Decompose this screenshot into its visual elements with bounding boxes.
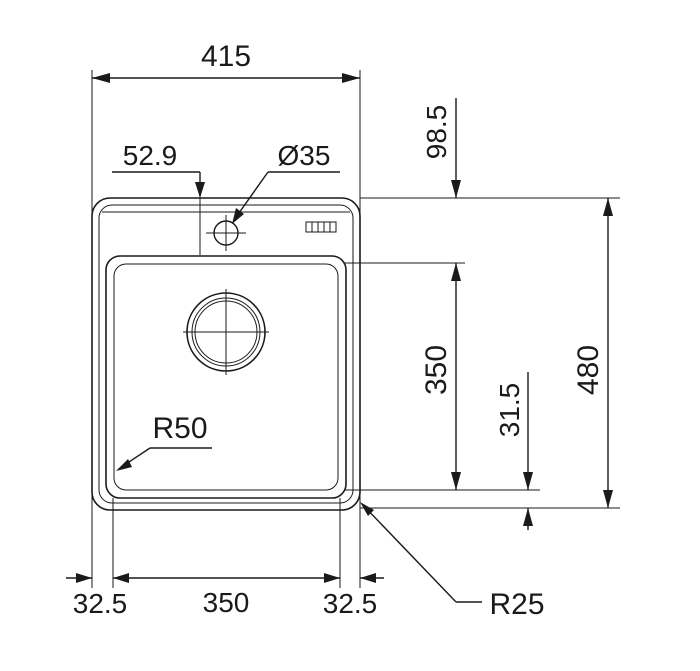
overall-depth-label: 480 xyxy=(572,345,605,395)
sink-bowl-inner xyxy=(113,263,339,491)
tap-offset-label: 52.9 xyxy=(123,140,178,171)
dim-overall-width: 415 xyxy=(92,40,360,83)
sink-bowl xyxy=(105,255,347,499)
outer-corner-label: R25 xyxy=(489,588,544,621)
dim-bowl-corner: R50 xyxy=(116,412,212,471)
dim-bottom-row: 32.5 350 32.5 xyxy=(66,573,384,619)
overall-width-label: 415 xyxy=(201,40,251,73)
right-margin-label: 32.5 xyxy=(323,588,378,619)
top-to-bowl-label: 98.5 xyxy=(421,105,452,160)
dim-bottom-margin: 31.5 xyxy=(494,372,533,530)
dim-tap-offset: 52.9 xyxy=(112,140,205,198)
drain-icon xyxy=(183,289,269,375)
extension-lines xyxy=(91,70,620,588)
dim-tap-hole: Ø35 xyxy=(232,140,340,224)
dim-bowl-depth: 350 xyxy=(420,263,461,490)
dim-top-to-bowl: 98.5 xyxy=(421,98,461,198)
dim-outer-corner: R25 xyxy=(360,502,545,621)
bowl-width-label: 350 xyxy=(203,587,250,618)
tap-hole-icon xyxy=(206,215,246,251)
bowl-corner-label: R50 xyxy=(152,412,207,445)
dim-overall-depth: 480 xyxy=(572,198,613,508)
bowl-depth-label: 350 xyxy=(420,345,453,395)
bottom-margin-label: 31.5 xyxy=(494,383,525,438)
sink-body xyxy=(91,197,361,511)
sink-inner-rim xyxy=(98,204,354,504)
left-margin-label: 32.5 xyxy=(73,588,128,619)
overflow-slot-icon xyxy=(305,221,337,233)
tap-hole-label: Ø35 xyxy=(278,140,331,171)
